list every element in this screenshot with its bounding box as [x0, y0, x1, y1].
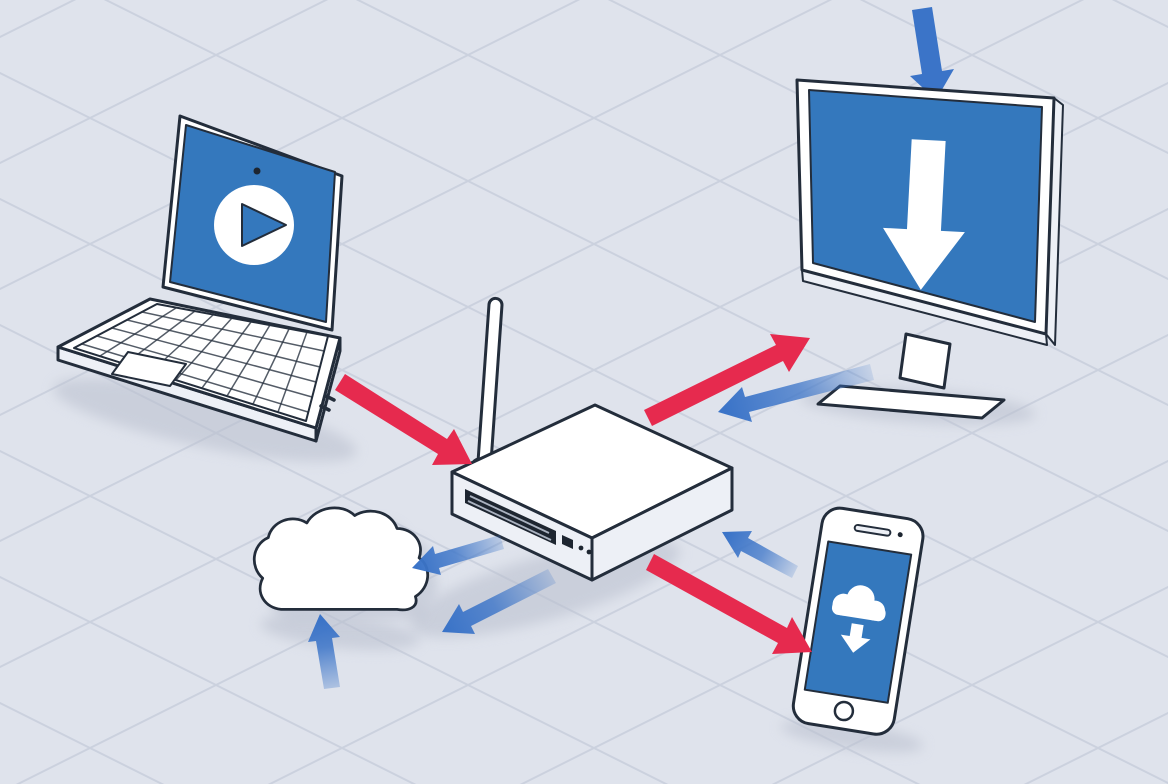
router	[450, 296, 734, 582]
phone-home-button	[833, 700, 855, 722]
laptop-trackpad	[111, 351, 187, 387]
router-vent-slits	[467, 495, 552, 541]
router-led-dots	[578, 545, 592, 555]
flow-arrow-router-to-phone	[646, 554, 812, 654]
monitor-stand-base	[816, 384, 1006, 420]
phone-speaker	[853, 523, 892, 537]
flow-arrow-into-monitor	[910, 7, 954, 100]
monitor	[795, 78, 1064, 420]
flow-arrow-laptop-to-router	[335, 374, 472, 465]
play-icon	[214, 185, 294, 265]
flow-arrow-router-to-cloud-2	[442, 569, 556, 634]
flow-arrows	[335, 334, 874, 654]
router-port-square	[562, 535, 573, 549]
flow-arrow-monitor-to-router	[718, 364, 874, 422]
cloud-shadow	[260, 614, 420, 650]
phone	[791, 506, 925, 736]
laptop-camera-dot	[253, 167, 261, 175]
phone-screen	[803, 540, 913, 704]
cloud	[253, 506, 438, 689]
download-arrow-icon	[883, 139, 965, 290]
flow-arrow-phone-to-router	[722, 531, 798, 578]
laptop-side-ports	[319, 394, 336, 412]
laptop	[56, 114, 344, 443]
phone-camera-dot	[897, 532, 903, 538]
cloud-download-icon	[831, 585, 886, 653]
cloud-icon	[253, 506, 429, 612]
monitor-stand-neck	[898, 332, 952, 390]
flow-arrow-up-to-cloud	[308, 614, 340, 689]
flow-arrow-router-to-monitor	[644, 334, 810, 426]
phone-shadow	[780, 719, 924, 753]
router-right-face	[590, 466, 734, 582]
flow-arrow-router-to-cloud-1	[412, 535, 504, 575]
laptop-shadow	[53, 378, 357, 462]
